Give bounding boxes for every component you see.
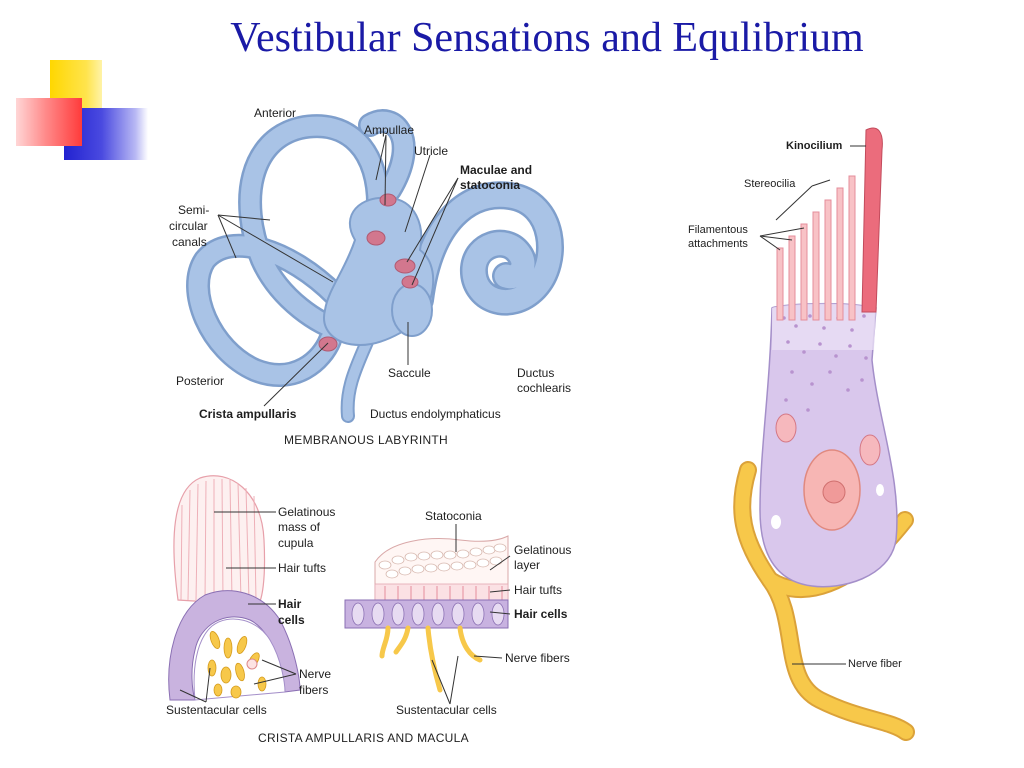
label-ampullae: Ampullae: [364, 123, 415, 137]
label-filamentous-line1: Filamentous: [688, 224, 748, 236]
caption-crista-and-macula: CRISTA AMPULLARIS AND MACULA: [258, 731, 469, 745]
label-crista-sustentacular: Sustentacular cells: [166, 703, 267, 717]
label-utricle: Utricle: [414, 144, 449, 158]
caption-membranous-labyrinth: MEMBRANOUS LABYRINTH: [284, 433, 449, 447]
vestibule-body: [323, 196, 435, 347]
label-posterior: Posterior: [176, 374, 225, 388]
hair-cell-illustration: [733, 127, 915, 741]
label-crista-hair-cells-line2: cells: [278, 613, 305, 627]
label-macula-gelatinous-line1: Gelatinous: [514, 543, 572, 557]
label-maculae-line2: statoconia: [460, 178, 521, 192]
crista-ampullaris-illustration: [168, 475, 301, 701]
label-semicircular-line3: canals: [172, 235, 207, 249]
label-ductus-cochlearis-line1: Ductus: [517, 366, 555, 380]
label-semicircular-line2: circular: [169, 219, 208, 233]
sensory-patches: [318, 193, 419, 352]
labyrinth-leader-lines: [217, 134, 459, 407]
label-macula-sustentacular: Sustentacular cells: [396, 703, 497, 717]
label-maculae-line1: Maculae and: [460, 163, 533, 177]
slide-title: Vestibular Sensations and Equlibrium: [230, 15, 864, 61]
label-macula-hair-cells: Hair cells: [514, 607, 568, 621]
label-semicircular-line1: Semi-: [178, 203, 210, 217]
label-macula-hair-tufts: Hair tufts: [514, 583, 563, 597]
label-saccule: Saccule: [388, 366, 431, 380]
label-stereocilia: Stereocilia: [744, 178, 796, 190]
label-filamentous-line2: attachments: [688, 238, 748, 250]
crista-leader-lines: [179, 511, 297, 703]
label-crista-nerve-line1: Nerve: [299, 667, 332, 681]
label-macula-gelatinous-line2: layer: [514, 558, 541, 572]
label-crista-gelatinous-line3: cupula: [278, 536, 314, 550]
label-nerve-fiber: Nerve fiber: [848, 658, 902, 670]
label-macula-nerve-fibers: Nerve fibers: [505, 651, 570, 665]
label-crista-hair-tufts: Hair tufts: [278, 561, 327, 575]
label-crista-nerve-line2: fibers: [299, 683, 329, 697]
hair-cell-leader-lines: [759, 145, 866, 665]
label-kinocilium: Kinocilium: [786, 140, 843, 152]
label-crista-gelatinous-line2: mass of: [278, 520, 321, 534]
label-crista-hair-cells-line1: Hair: [278, 597, 302, 611]
label-crista-ampullaris: Crista ampullaris: [199, 407, 297, 421]
decorative-red-square: [16, 98, 82, 146]
label-crista-gelatinous-line1: Gelatinous: [278, 505, 336, 519]
label-ductus-cochlearis-line2: cochlearis: [517, 381, 572, 395]
label-anterior: Anterior: [254, 106, 297, 120]
label-ductus-endolymphaticus: Ductus endolymphaticus: [370, 407, 501, 421]
macula-illustration: [344, 535, 509, 693]
label-macula-statoconia: Statoconia: [425, 509, 482, 523]
macula-leader-lines: [431, 524, 511, 705]
